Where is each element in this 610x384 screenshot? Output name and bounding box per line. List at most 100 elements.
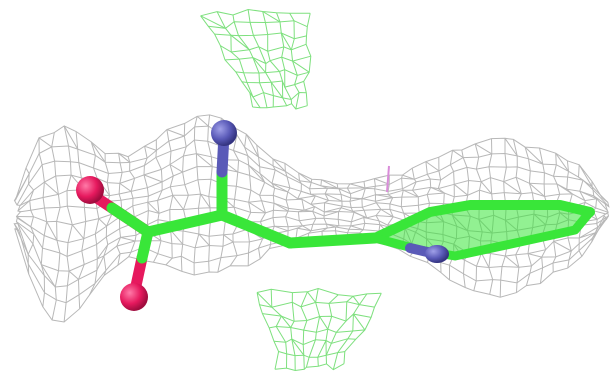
mesh-line xyxy=(147,201,160,214)
mesh-line xyxy=(220,43,307,53)
mesh-line xyxy=(578,164,593,188)
mesh-line xyxy=(453,183,469,196)
mesh-line xyxy=(16,139,610,207)
mesh-line xyxy=(172,194,184,210)
mesh-line xyxy=(63,125,79,150)
mesh-line xyxy=(280,32,292,51)
mesh-line xyxy=(527,253,542,258)
mesh-line xyxy=(169,164,183,173)
mesh-line xyxy=(350,225,364,231)
mesh-line xyxy=(71,224,85,240)
bond-c-o-upper-green xyxy=(106,202,154,238)
mesh-line xyxy=(272,158,286,172)
mesh-line xyxy=(474,143,493,155)
mesh-line xyxy=(349,183,366,189)
mesh-line xyxy=(196,115,209,127)
mesh-line xyxy=(14,173,30,201)
mesh-line xyxy=(270,81,284,99)
bond-ca-cb xyxy=(216,209,296,249)
ligand-model[interactable] xyxy=(76,120,595,311)
mesh-line xyxy=(118,152,131,163)
mesh-line xyxy=(119,182,132,192)
mesh-line xyxy=(252,103,308,110)
nitrogen-atom-ring[interactable] xyxy=(425,245,449,263)
mesh-line xyxy=(198,233,210,246)
mesh-line xyxy=(120,236,136,242)
mesh-line xyxy=(524,146,544,165)
mesh-line xyxy=(256,287,382,297)
mesh-line xyxy=(262,11,281,23)
mesh-line xyxy=(403,189,419,198)
mesh-line xyxy=(241,80,304,88)
difference-density-mesh-top xyxy=(200,8,312,110)
mesh-line xyxy=(17,223,29,255)
mesh-line xyxy=(269,325,365,333)
mesh-line xyxy=(200,193,211,208)
mesh-line xyxy=(38,137,52,148)
mesh-line xyxy=(224,55,311,65)
mesh-line xyxy=(40,264,56,288)
mesh-line xyxy=(223,234,234,243)
mesh-line xyxy=(196,153,213,167)
mesh-line xyxy=(278,351,345,358)
mesh-line xyxy=(19,200,30,206)
mesh-line xyxy=(273,338,356,346)
mesh-line xyxy=(90,141,106,163)
mesh-line xyxy=(273,202,289,212)
mesh-line xyxy=(324,211,339,213)
mesh-line xyxy=(245,133,259,158)
mesh-line xyxy=(304,209,313,212)
nitrogen-atom-top[interactable] xyxy=(211,120,237,146)
mesh-line xyxy=(143,174,163,183)
mesh-line xyxy=(68,270,79,280)
mesh-line xyxy=(579,190,597,200)
mesh-line xyxy=(97,255,105,260)
mesh-line xyxy=(44,181,59,195)
mesh-line xyxy=(302,225,312,232)
mesh-line xyxy=(274,225,289,232)
ring-bonds-upper xyxy=(370,200,595,243)
small-marker-line xyxy=(386,165,390,193)
bond-ca-c xyxy=(142,209,228,238)
difference-density-mesh-bottom xyxy=(256,287,382,372)
mesh-line xyxy=(430,186,445,194)
mesh-line xyxy=(208,20,308,29)
mesh-line xyxy=(380,208,394,218)
mesh-line xyxy=(481,252,490,268)
mesh-line xyxy=(352,210,367,219)
mesh-line xyxy=(480,181,493,195)
mesh-line xyxy=(14,114,603,201)
mesh-line xyxy=(248,164,266,183)
mesh-line xyxy=(292,60,310,73)
mesh-line xyxy=(144,145,157,151)
oxygen-atom-upper[interactable] xyxy=(76,176,104,204)
mesh-line xyxy=(200,8,311,17)
bond-cb-cg xyxy=(284,232,381,249)
mesh-line xyxy=(249,91,307,101)
mesh-line xyxy=(301,190,316,197)
mesh-line xyxy=(274,363,345,372)
mesh-line xyxy=(503,181,522,195)
mesh-line xyxy=(248,201,266,214)
mesh-line xyxy=(46,221,58,241)
mesh-line xyxy=(252,57,266,73)
mesh-line xyxy=(504,255,520,268)
mesh-line xyxy=(200,15,226,29)
mesh-line xyxy=(553,240,572,252)
mesh-line xyxy=(529,182,545,197)
mesh-line xyxy=(555,152,569,172)
mesh-line xyxy=(18,219,607,304)
mesh-line xyxy=(17,218,608,272)
mesh-line xyxy=(319,316,329,330)
oxygen-atom-lower[interactable] xyxy=(120,283,148,311)
mesh-line xyxy=(298,172,312,183)
mesh-line xyxy=(16,216,32,228)
mesh-line xyxy=(271,182,289,193)
mesh-line xyxy=(352,313,366,331)
mesh-line xyxy=(235,69,310,76)
mesh-line xyxy=(326,223,336,228)
mesh-line xyxy=(352,295,360,305)
mesh-line xyxy=(375,194,393,199)
